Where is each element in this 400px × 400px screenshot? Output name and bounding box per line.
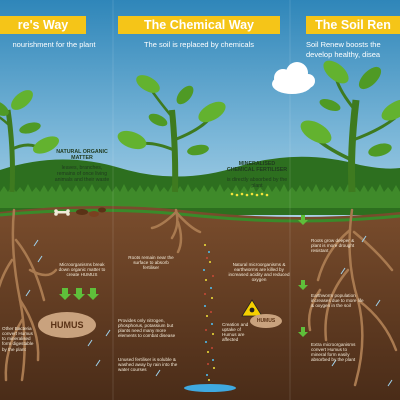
cloud-icon <box>272 62 315 94</box>
title-natural-way: re's Way <box>17 18 69 32</box>
fertiliser-desc: is directly absorbed by the plant <box>226 177 288 189</box>
plant-icon <box>117 75 226 193</box>
subtitle-soil-renew: Soil Renew boosts the develop healthy, d… <box>306 40 381 59</box>
fertiliser-pellets <box>230 192 269 197</box>
banner-natural-way: re's Way <box>0 16 86 34</box>
creation-note: Creation and uptake of Humus are affecte… <box>222 322 249 343</box>
organic-matter-icon <box>54 207 106 217</box>
title-chemical-way: The Chemical Way <box>144 18 254 32</box>
humus-label: HUMUS <box>50 320 84 330</box>
subtitle-chemical-way: The soil is replaced by chemicals <box>143 40 255 49</box>
fertiliser-title: MINERALISED CHEMICAL FERTILISER <box>226 161 288 173</box>
organic-matter-title: NATURAL ORGANIC MATTER <box>56 149 108 161</box>
arrow-icon <box>59 288 99 300</box>
humus-chemical: HUMUS <box>250 314 282 328</box>
extra-microorganisms-note: Extra microorganisms convert Humus to mi… <box>311 342 356 363</box>
plant-icon <box>300 60 400 193</box>
leaching-fertiliser <box>184 244 236 392</box>
rain-icon <box>25 235 393 387</box>
water-puddle <box>184 384 236 392</box>
arrow-icon <box>298 215 308 337</box>
roots-icon <box>150 208 202 254</box>
grass <box>0 192 400 208</box>
plant-icon <box>0 90 60 193</box>
killed-note: Natural microorganisms & earthworms are … <box>228 262 290 283</box>
soil <box>0 206 400 400</box>
organic-matter-desc: leaves, branches, remains of once living… <box>54 165 110 183</box>
unused-fertiliser-note: Unused fertiliser is soluble & washed aw… <box>118 357 178 373</box>
roots-icon <box>307 208 398 387</box>
humus-natural: HUMUS <box>38 312 96 338</box>
banner-soil-renew: The Soil Ren <box>306 16 400 34</box>
roots-icon <box>0 208 58 382</box>
microorganisms-note: Microorganisms break down organic matter… <box>58 262 106 278</box>
roots-near-note: Roots remain near the surface to absorb … <box>128 255 174 271</box>
banner-chemical-way: The Chemical Way <box>118 16 280 34</box>
provides-note: Provides only nitrogen, phosphorus, pota… <box>118 318 176 339</box>
earthworm-note: Earthworm population increases due to mo… <box>311 293 364 309</box>
title-soil-renew: The Soil Ren <box>315 18 391 32</box>
subtitle-natural-way: nourishment for the plant <box>12 40 96 49</box>
humus-label-small: HUMUS <box>256 318 276 324</box>
roots-deeper-note: Roots grow deeper & plant is more drough… <box>311 238 355 254</box>
bacteria-note: Other Bacteria convert Humus to minerali… <box>2 326 34 352</box>
